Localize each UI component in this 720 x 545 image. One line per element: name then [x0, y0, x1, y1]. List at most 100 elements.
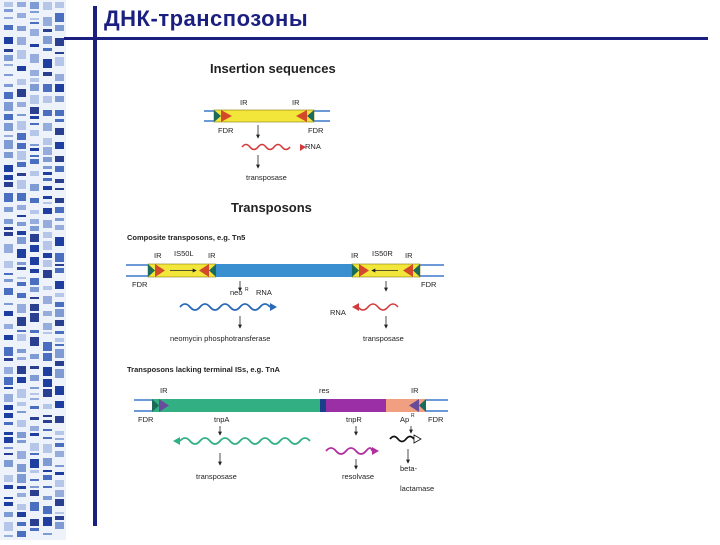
gel-band — [30, 219, 39, 224]
gel-band — [30, 417, 39, 420]
gel-band — [17, 231, 26, 235]
gel-band — [17, 366, 26, 374]
gel-band — [30, 144, 39, 146]
gel-band — [55, 386, 64, 395]
gel-band — [43, 379, 52, 387]
gel-band — [55, 84, 64, 92]
gel-band — [55, 253, 64, 262]
is-rna-arrowhead — [300, 144, 306, 151]
gel-band — [4, 512, 13, 517]
gel-band — [43, 342, 52, 351]
gel-band — [43, 123, 52, 131]
gel-band — [4, 244, 13, 253]
gel-band — [30, 387, 39, 389]
gel-band — [43, 202, 52, 204]
tn5-blue-rna-wave — [179, 303, 271, 311]
gel-band — [17, 151, 26, 160]
gel-band — [30, 287, 39, 292]
gel-band — [4, 55, 13, 61]
gel-band — [4, 279, 13, 282]
gel-band — [55, 128, 64, 135]
gel-band — [17, 349, 26, 353]
tn5-is50r: IS50R — [372, 249, 393, 258]
gel-band — [43, 286, 52, 290]
tna-product-transposase: transposase — [196, 472, 237, 481]
gel-band — [43, 84, 52, 92]
gel-band — [30, 406, 39, 409]
gel-band — [55, 472, 64, 475]
gel-band — [55, 438, 64, 440]
tn5-rna-left: RNA — [256, 288, 272, 297]
gel-band — [4, 2, 13, 7]
tn5-ir-1: IR — [154, 251, 162, 260]
tna-fdr-right: FDR — [428, 415, 444, 424]
gel-band — [17, 193, 26, 201]
gel-band — [30, 486, 39, 488]
gel-band — [17, 402, 26, 406]
gel-band — [30, 184, 39, 191]
gel-band — [43, 389, 52, 397]
gel-band — [17, 334, 26, 341]
tna-gene-ap: Ap — [400, 415, 409, 424]
gel-band — [55, 57, 64, 66]
gel-band — [4, 273, 13, 275]
gel-band — [4, 475, 13, 482]
gel-band — [43, 147, 52, 155]
gel-band — [55, 237, 64, 246]
is-ir-left: IR — [240, 98, 248, 107]
gel-band — [55, 401, 64, 408]
gel-band — [17, 89, 26, 97]
gel-band — [43, 138, 52, 145]
is-rna-label: RNA — [305, 142, 321, 151]
tn5-product-right: transposase — [363, 334, 404, 343]
gel-band — [55, 166, 64, 172]
gel-band — [4, 193, 13, 202]
gel-band — [4, 358, 13, 361]
tn5-diagram — [126, 263, 444, 278]
gel-band — [30, 54, 39, 63]
gel-band — [4, 25, 13, 30]
gel-band — [4, 335, 13, 340]
gel-band — [17, 222, 26, 226]
gel-band — [30, 278, 39, 285]
tna-ap-rna-arrowhead — [413, 434, 422, 444]
insertion-heading: Insertion sequences — [210, 61, 336, 76]
gel-band — [30, 269, 39, 273]
gel-band — [43, 475, 52, 480]
gel-band — [30, 393, 39, 395]
gel-band — [17, 37, 26, 45]
gel-band — [43, 17, 52, 26]
gel-band — [17, 277, 26, 279]
gel-band — [4, 453, 13, 455]
gel-band — [17, 432, 26, 438]
gel-band — [55, 522, 64, 529]
tna-gene-tnpa: tnpA — [214, 415, 229, 424]
gel-band — [43, 260, 52, 267]
gel-band — [55, 338, 64, 342]
gel-band — [43, 444, 52, 453]
gel-band — [30, 470, 39, 473]
gel-band — [4, 92, 13, 99]
gel-band — [55, 268, 64, 273]
gel-band — [43, 36, 52, 44]
gel-band — [30, 313, 39, 322]
gel-band — [43, 429, 52, 431]
gel-band — [17, 133, 26, 140]
gel-band — [43, 96, 52, 103]
gel-band — [55, 119, 64, 122]
gel-band — [55, 179, 64, 183]
gel-band — [55, 156, 64, 162]
gel-band — [4, 232, 13, 236]
gel-band — [17, 464, 26, 472]
gel-band — [55, 451, 64, 457]
gel-band — [55, 188, 64, 190]
gel-band — [17, 121, 26, 130]
gel-band — [17, 50, 26, 59]
gel-band — [43, 367, 52, 376]
tna-tnpa-rna-wave — [179, 437, 311, 445]
gel-band — [4, 102, 13, 111]
tna-product-resolvase: resolvase — [342, 472, 374, 481]
gel-band — [30, 123, 39, 125]
gel-band — [4, 303, 13, 305]
gel-band — [55, 512, 64, 514]
